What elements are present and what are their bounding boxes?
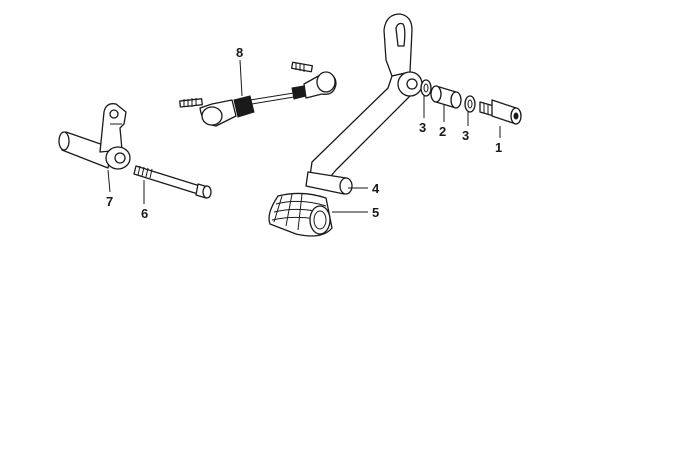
shift-lever — [305, 13, 423, 195]
part-8-top-stud — [290, 61, 314, 73]
callout-1: 1 — [495, 140, 502, 155]
part-6-bolt — [133, 165, 212, 199]
callout-3-left: 3 — [419, 120, 426, 135]
callout-7: 7 — [106, 194, 113, 209]
leader-lines — [107, 59, 501, 213]
callout-2: 2 — [439, 124, 446, 139]
callout-3-right: 3 — [462, 128, 469, 143]
part-3-washer-left — [420, 79, 432, 97]
part-1-pivot-bolt — [479, 99, 522, 125]
callout-4: 4 — [372, 181, 380, 196]
part-5-rubber-pad — [268, 192, 333, 237]
callout-8: 8 — [236, 45, 243, 60]
part-3-washer-right — [464, 95, 476, 113]
callout-6: 6 — [141, 206, 148, 221]
part-4-peg — [305, 171, 353, 195]
part-8-left-stud — [179, 98, 203, 108]
part-7-shift-shaft — [58, 103, 131, 170]
callout-5: 5 — [372, 205, 379, 220]
part-8-shift-rod — [179, 61, 337, 127]
part-2-bushing — [430, 85, 462, 109]
